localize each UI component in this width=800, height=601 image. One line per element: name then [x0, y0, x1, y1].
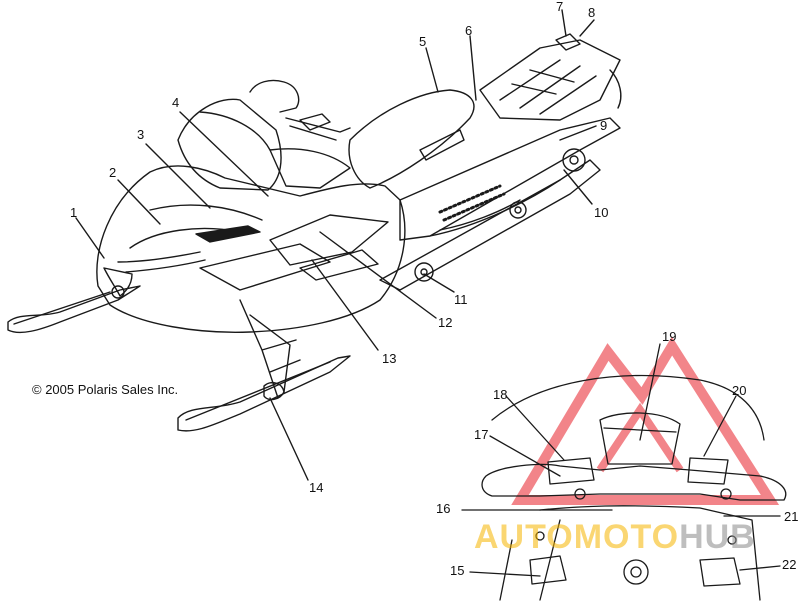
callout-17: 17 — [474, 427, 489, 442]
seat — [348, 89, 475, 189]
callout-4: 4 — [172, 95, 180, 110]
watermark-part2: HUB — [679, 518, 756, 556]
windshield — [177, 98, 282, 191]
callout-22: 22 — [782, 557, 797, 572]
rear-rack — [479, 39, 621, 121]
callout-11: 11 — [454, 292, 468, 307]
watermark-part1: AUTOMOTO — [474, 518, 680, 556]
callout-15: 15 — [450, 563, 465, 578]
console-inset — [461, 343, 787, 601]
callout-5: 5 — [419, 34, 427, 49]
hood — [96, 165, 406, 333]
front-ski-left — [7, 285, 141, 334]
watermark-text: AUTOMOTOHUB — [474, 518, 756, 557]
callout-8: 8 — [588, 5, 596, 20]
callout-20: 20 — [732, 383, 747, 398]
callout-18: 18 — [493, 387, 508, 402]
callout-21: 21 — [784, 509, 799, 524]
copyright-notice: © 2005 Polaris Sales Inc. — [32, 382, 179, 397]
watermark-logo — [511, 336, 780, 505]
callout-14: 14 — [309, 480, 324, 495]
callout-6: 6 — [465, 23, 473, 38]
callout-1: 1 — [70, 205, 78, 220]
callout-16: 16 — [436, 501, 451, 516]
callout-3: 3 — [137, 127, 145, 142]
callout-9: 9 — [600, 118, 608, 133]
callout-10: 10 — [594, 205, 609, 220]
callout-7: 7 — [556, 0, 564, 14]
callout-19: 19 — [662, 329, 677, 344]
callout-13: 13 — [382, 351, 397, 366]
front-ski-right — [177, 355, 351, 432]
callout-12: 12 — [438, 315, 453, 330]
track — [379, 159, 601, 291]
callout-2: 2 — [109, 165, 117, 180]
